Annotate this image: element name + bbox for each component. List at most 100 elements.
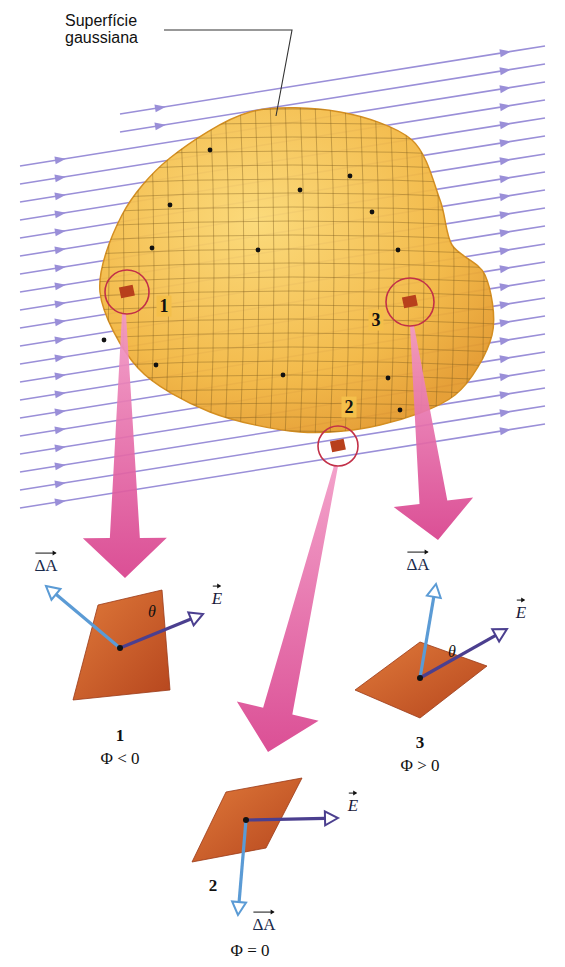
angle-label: θ: [448, 644, 456, 661]
mesh-line: [90, 431, 500, 436]
field-arrowhead: [54, 389, 66, 399]
vector-label: ΔA: [406, 556, 429, 574]
mesh-line: [135, 100, 139, 440]
field-vector: [120, 619, 191, 648]
field-arrowhead: [499, 318, 511, 328]
field-vector: [420, 635, 496, 678]
field-arrowhead: [499, 336, 511, 346]
surface-label-box: Superfície gaussiana: [62, 12, 164, 48]
field-arrowhead: [499, 264, 511, 274]
field-arrowhead: [54, 497, 66, 507]
mesh-line: [465, 100, 469, 440]
mesh-line: [225, 100, 229, 440]
field-dot: [398, 408, 403, 413]
vector-label: E: [348, 797, 358, 815]
field-dot: [281, 373, 286, 378]
vector-arrow-shaft: [407, 552, 427, 553]
callout-number-box: 2: [209, 877, 218, 895]
gaussian-surface: [100, 108, 494, 433]
field-dot: [370, 210, 375, 215]
field-arrowhead: [499, 228, 511, 238]
field-arrowhead: [54, 173, 66, 183]
field-arrowhead: [499, 174, 511, 184]
field-dot: [396, 248, 401, 253]
field-arrowhead: [499, 300, 511, 310]
highlight-ring: [318, 426, 358, 466]
callout-number-box: 1: [116, 727, 125, 745]
vector-label-box: ΔA: [406, 556, 429, 574]
mesh-line: [90, 137, 500, 142]
field-arrowhead: [54, 227, 66, 237]
mesh-line: [90, 389, 500, 394]
mesh-line: [90, 179, 500, 184]
area-element: [73, 590, 170, 700]
field-arrowhead: [499, 66, 511, 76]
mesh-line: [495, 100, 499, 440]
field-arrowhead: [54, 335, 66, 345]
field-arrowhead: [499, 48, 511, 58]
mesh-line: [90, 109, 500, 114]
vector-origin: [243, 817, 249, 823]
mesh-line: [90, 123, 500, 128]
callout-number-box: 3: [416, 734, 425, 752]
vector-arrow-tip: [53, 551, 57, 556]
magnify-arrow: [394, 326, 473, 540]
vector-arrow-tip: [217, 584, 221, 589]
vector-arrow-mark: [516, 596, 526, 604]
field-arrowhead: [499, 210, 511, 220]
vector-arrow-mark: [406, 548, 429, 556]
field-vector-head: [188, 612, 203, 625]
surface-label: Superfície gaussiana: [65, 13, 161, 47]
field-dot: [256, 248, 261, 253]
vector-label-box: ΔA: [252, 916, 275, 934]
mesh-line: [150, 100, 154, 440]
mesh-line: [90, 361, 500, 366]
field-line: [120, 46, 545, 114]
field-vector-head: [492, 629, 507, 641]
field-arrowhead: [54, 407, 66, 417]
leader-line: [156, 30, 292, 116]
angle-label-box: θ: [148, 604, 156, 621]
field-dot: [386, 376, 391, 381]
field-arrowhead: [54, 281, 66, 291]
vector-label-box: E: [212, 590, 222, 608]
field-arrowhead: [499, 426, 511, 436]
mesh-line: [435, 100, 439, 440]
mesh-line: [195, 100, 199, 440]
field-arrowhead: [54, 299, 66, 309]
field-arrowhead: [54, 191, 66, 201]
surface-patch: [330, 439, 346, 453]
field-arrowhead: [499, 138, 511, 148]
field-arrowhead: [54, 479, 66, 489]
mesh-line: [90, 235, 500, 240]
field-arrowhead: [54, 353, 66, 363]
flux-label-box: Φ > 0: [400, 757, 439, 775]
vector-arrow-shaft: [35, 553, 55, 554]
mesh-line: [180, 100, 184, 440]
field-arrowhead: [499, 246, 511, 256]
mesh-line: [90, 291, 500, 296]
vector-arrow-tip: [425, 550, 429, 555]
area-vector: [420, 597, 434, 678]
field-dot: [154, 363, 159, 368]
mesh-line: [450, 100, 454, 440]
highlight-ring: [105, 270, 149, 314]
vector-label-box: E: [516, 604, 526, 622]
mesh-line: [90, 263, 500, 268]
field-arrowhead: [54, 461, 66, 471]
vector-origin: [417, 675, 423, 681]
mesh-line: [90, 165, 500, 170]
callout-number: 2: [345, 398, 354, 417]
magnify-arrow: [237, 466, 338, 752]
field-line: [20, 424, 545, 508]
field-arrowhead: [54, 371, 66, 381]
field-vector-head: [325, 811, 338, 825]
vector-arrow-tip: [271, 910, 275, 915]
field-arrowhead: [54, 263, 66, 273]
vector-label: ΔA: [252, 916, 275, 934]
surface-patch: [119, 285, 135, 299]
field-dot: [102, 338, 107, 343]
mesh-line: [90, 417, 500, 422]
callout-number: 3: [416, 734, 425, 752]
field-lines: [20, 46, 545, 508]
